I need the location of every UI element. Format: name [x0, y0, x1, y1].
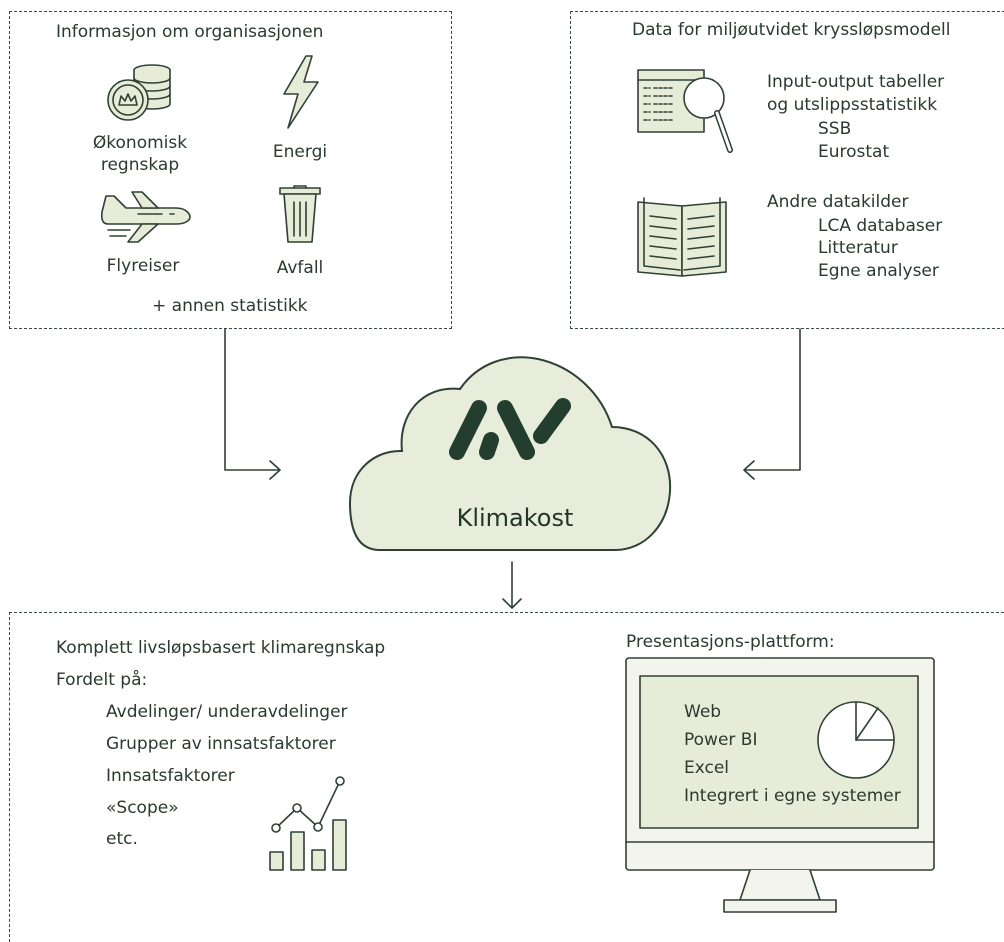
- coins-icon: [107, 64, 171, 121]
- accounting-label-line1: Økonomisk: [92, 133, 188, 153]
- other-sources-heading: Andre datakilder: [767, 192, 909, 212]
- accounting-label-line2: regnskap: [100, 155, 180, 175]
- breakdown-item-departments: Avdelinger/ underavdelinger: [106, 702, 348, 722]
- lightning-icon: [283, 55, 319, 129]
- platform-title: Presentasjons-plattform:: [626, 632, 835, 652]
- connector-right: [743, 328, 801, 480]
- model-data-title: Data for miljøutvidet kryssløpsmodell: [632, 20, 951, 40]
- energy-label: Energi: [272, 142, 328, 162]
- platform-integrated: Integrert i egne systemer: [684, 786, 901, 806]
- table-magnifier-icon: [637, 69, 733, 153]
- flights-label: Flyreiser: [106, 256, 180, 276]
- breakdown-item-scope: «Scope»: [106, 798, 179, 818]
- breakdown-item-groups: Grupper av innsatsfaktorer: [106, 734, 336, 754]
- io-heading-1: Input-output tabeller: [767, 72, 945, 92]
- airplane-icon: [100, 191, 191, 243]
- platform-web: Web: [684, 702, 722, 722]
- source-literature: Litteratur: [818, 238, 898, 258]
- source-own-analyses: Egne analyser: [818, 261, 939, 281]
- waste-label: Avfall: [276, 258, 324, 278]
- io-heading-2: og utslippsstatistikk: [767, 95, 938, 115]
- bar-line-chart-icon: [269, 776, 347, 871]
- breakdown-item-inputs: Innsatsfaktorer: [106, 766, 235, 786]
- breakdown-item-etc: etc.: [106, 829, 138, 849]
- io-source-eurostat: Eurostat: [818, 142, 890, 162]
- output-heading: Komplett livsløpsbasert klimaregnskap: [56, 638, 386, 658]
- io-source-ssb: SSB: [818, 119, 852, 139]
- klimakost-logo: [449, 398, 571, 460]
- organisation-info-title: Informasjon om organisasjonen: [56, 22, 324, 42]
- output-subheading: Fordelt på:: [56, 670, 148, 690]
- organisation-info-box: [9, 11, 452, 329]
- model-data-box: [570, 11, 1004, 329]
- open-book-icon: [637, 197, 727, 277]
- connector-left: [224, 328, 281, 480]
- pie-chart-icon: [817, 701, 895, 779]
- accounting-label: Økonomisk regnskap: [80, 132, 200, 176]
- source-lca: LCA databaser: [818, 216, 943, 236]
- other-statistics-label: + annen statistikk: [152, 296, 308, 316]
- trash-icon: [279, 185, 321, 243]
- connector-down: [502, 561, 522, 609]
- klimakost-cloud: [348, 356, 672, 551]
- platform-excel: Excel: [684, 758, 730, 778]
- platform-power-bi: Power BI: [684, 730, 758, 750]
- output-box: [9, 612, 1004, 942]
- klimakost-label: Klimakost: [456, 504, 574, 532]
